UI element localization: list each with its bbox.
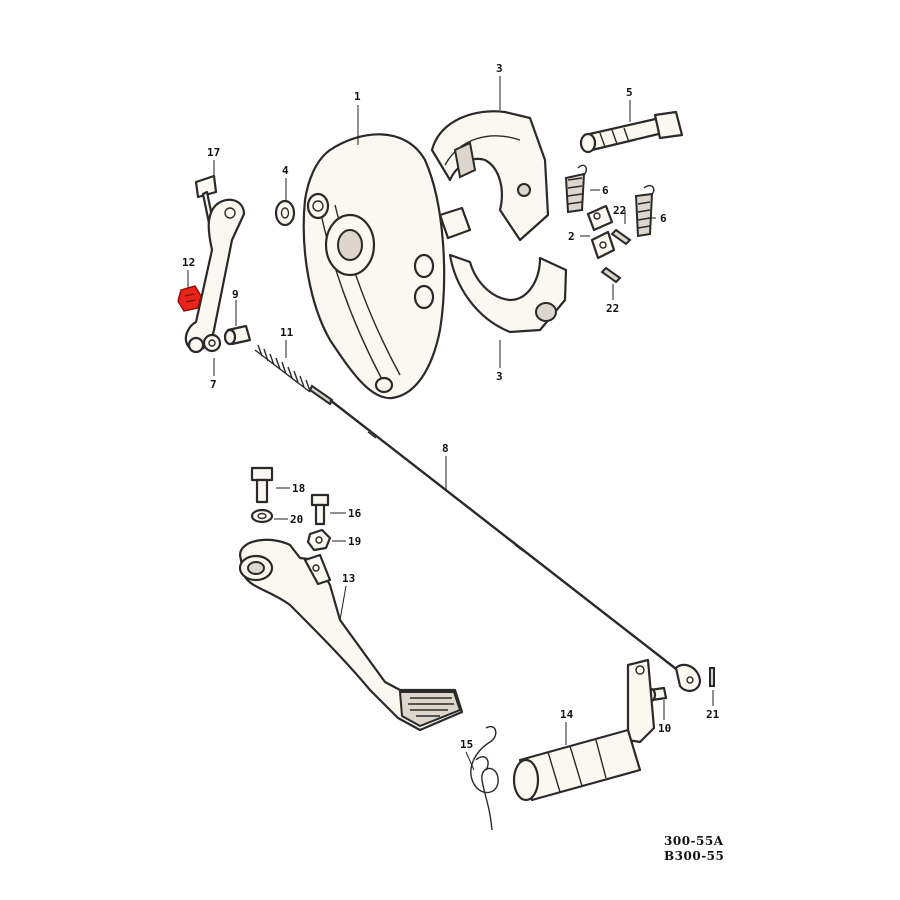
nut-part-19 <box>306 528 332 552</box>
reference-codes: 300-55A B300-55 <box>664 834 724 863</box>
label-6-left: 6 <box>602 184 609 197</box>
shoe-springs-part-6 <box>564 164 655 238</box>
leader-lines <box>187 76 714 771</box>
brake-pedal-part-13 <box>238 538 464 732</box>
label-3-top: 3 <box>496 62 503 75</box>
brake-cam-part-5 <box>579 110 684 154</box>
label-14: 14 <box>560 708 574 721</box>
label-11: 11 <box>280 326 294 339</box>
label-12: 12 <box>182 256 195 269</box>
label-22-upper: 22 <box>613 204 626 217</box>
cotter-pin-part-21 <box>709 667 715 687</box>
washer-part-4 <box>274 199 296 227</box>
label-20: 20 <box>290 513 303 526</box>
label-2: 2 <box>568 230 575 243</box>
label-3-bottom: 3 <box>496 370 503 383</box>
brake-arm-assembly <box>184 174 246 354</box>
label-13: 13 <box>342 572 355 585</box>
label-4: 4 <box>282 164 289 177</box>
part-number-labels: 1 3 3 5 4 6 6 2 22 22 17 12 9 7 11 8 18 … <box>182 62 720 751</box>
bolt-part-16 <box>310 493 330 526</box>
bolt-part-18 <box>250 466 274 504</box>
cotter-pins-part-22 <box>600 228 632 284</box>
label-6-right: 6 <box>660 212 667 225</box>
label-1: 1 <box>354 90 361 103</box>
highlighted-nut-part-12 <box>177 285 202 312</box>
label-10: 10 <box>658 722 671 735</box>
label-15: 15 <box>460 738 473 751</box>
label-16: 16 <box>348 507 362 520</box>
washer-part-20 <box>250 508 274 524</box>
reference-code-1: 300-55A <box>664 834 724 848</box>
label-9: 9 <box>232 288 239 301</box>
label-18: 18 <box>292 482 305 495</box>
brake-panel-part-1 <box>302 133 472 400</box>
shoe-plates-part-2 <box>586 204 616 260</box>
brake-shaft-part-14 <box>512 658 656 802</box>
reference-code-2: B300-55 <box>664 849 724 863</box>
label-5: 5 <box>626 86 633 99</box>
label-7: 7 <box>210 378 217 391</box>
label-21: 21 <box>706 708 720 721</box>
joint-pin-part-9 <box>223 324 252 346</box>
label-17: 17 <box>207 146 220 159</box>
return-spring-part-15 <box>470 725 499 831</box>
brake-shoes-part-3 <box>430 110 568 334</box>
label-19: 19 <box>348 535 361 548</box>
label-22-lower: 22 <box>606 302 619 315</box>
label-8: 8 <box>442 442 449 455</box>
brake-rod-part-8 <box>329 399 702 692</box>
brake-rod-spring-part-11 <box>254 344 334 406</box>
